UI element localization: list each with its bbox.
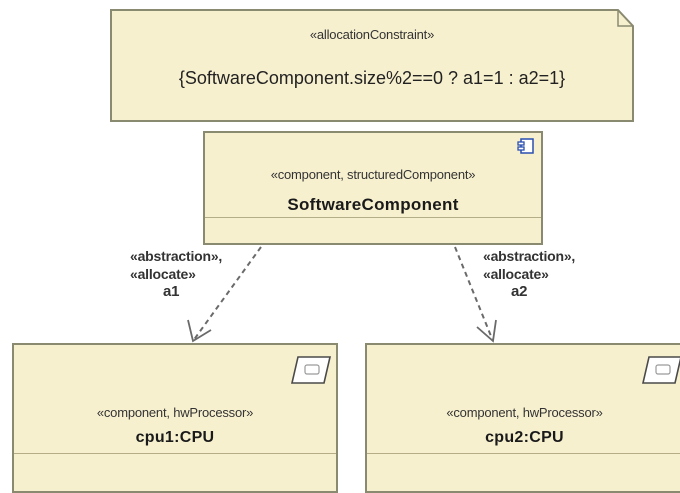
cpu2-divider (367, 453, 680, 454)
note-shape (110, 9, 634, 122)
software-component-name: SoftwareComponent (287, 195, 459, 214)
dependency-arrows (187, 246, 497, 343)
cpu2-name: cpu2:CPU (485, 429, 564, 446)
note-stereotype: «allocationConstraint» (309, 27, 435, 42)
cpu1-divider (14, 453, 336, 454)
a2-stereotype-allocate: «allocate» (483, 266, 549, 282)
a2-role-name: a2 (511, 283, 528, 300)
processor-icon (290, 355, 332, 385)
software-component-stereotype: «component, structuredComponent» (270, 167, 476, 182)
cpu2-stereotype: «component, hwProcessor» (446, 405, 603, 420)
constraint-expression: {SoftwareComponent.size%2==0 ? a1=1 : a2… (178, 68, 566, 88)
dependency-arrow-a1 (187, 246, 262, 343)
a1-stereotype-abstraction: «abstraction», (130, 248, 223, 264)
dependency-label-a2[interactable]: «abstraction», «allocate» a2 (483, 247, 575, 301)
processor-icon (641, 355, 680, 385)
cpu1-box[interactable]: «component, hwProcessor» cpu1:CPU (12, 343, 338, 493)
dependency-arrow-a2 (454, 246, 497, 343)
cpu1-name: cpu1:CPU (135, 429, 215, 446)
a2-stereotype-abstraction: «abstraction», (483, 248, 576, 264)
cpu2-box[interactable]: «component, hwProcessor» cpu2:CPU (365, 343, 680, 493)
software-component-box[interactable]: «component, structuredComponent» Softwar… (203, 131, 543, 245)
component-icon (517, 138, 535, 154)
a1-role-name: a1 (163, 283, 180, 300)
dependency-label-a1[interactable]: «abstraction», «allocate» a1 (130, 247, 222, 301)
cpu1-stereotype: «component, hwProcessor» (96, 405, 254, 420)
software-component-divider (205, 217, 541, 218)
a1-stereotype-allocate: «allocate» (130, 266, 196, 282)
